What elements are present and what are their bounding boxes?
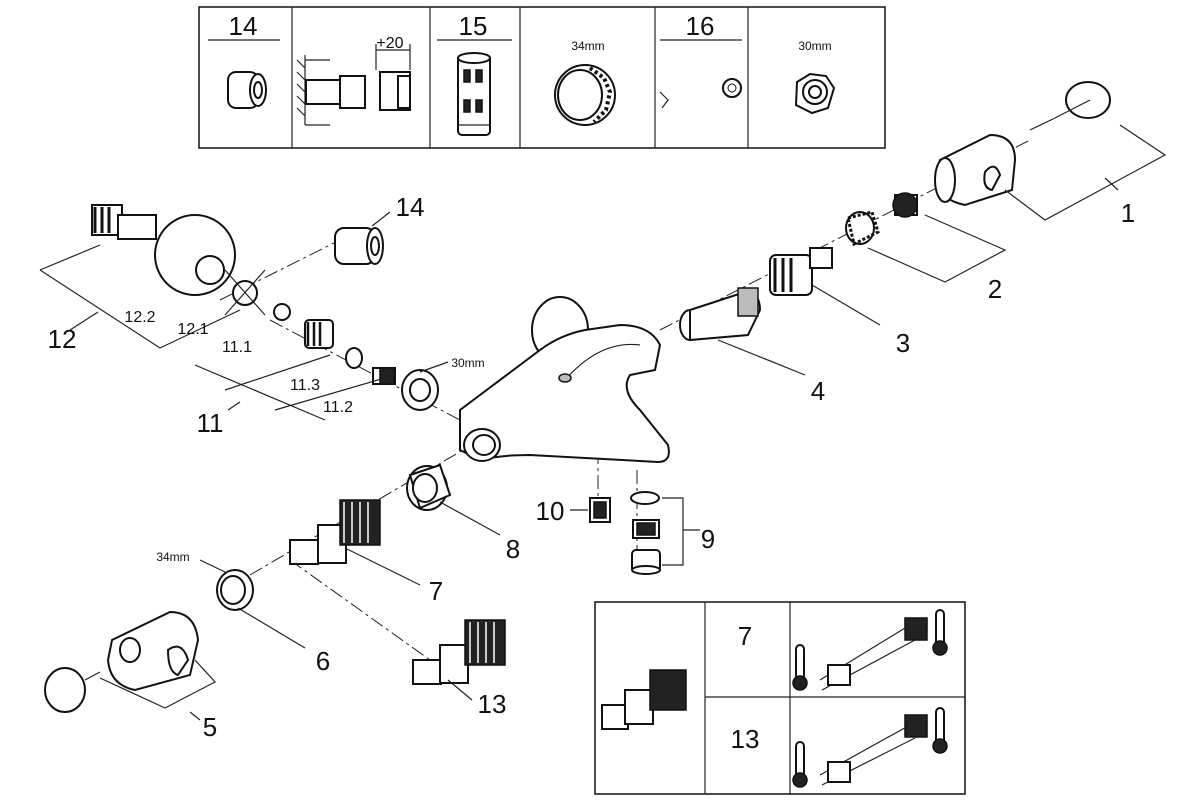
callout-4: 4 [811,376,825,406]
callout-size-34mm: 34mm [156,550,189,564]
row-13-label: 13 [731,724,760,754]
connector-part-12 [91,204,291,321]
tool-15-label: 15 [459,11,488,41]
tool-16-label: 16 [686,11,715,41]
cartridge-icon [457,52,491,136]
callout-size-30mm: 30mm [451,356,484,370]
nut-part-2 [845,192,918,247]
callout-2: 2 [988,274,1002,304]
row-13-diagram [792,707,948,788]
ring-size-label: 34mm [571,39,604,53]
thermometer-icon [792,644,808,691]
handle-cap-part-5 [44,610,200,713]
cartridge-part-3 [769,247,833,296]
callout-11-2: 11.2 [323,399,353,416]
callout-7: 7 [429,576,443,606]
mixer-body-icon [459,296,670,464]
extension-size-label: +20 [376,35,403,52]
callout-12-1: 12.1 [177,321,208,338]
row-7-label: 7 [738,621,752,651]
shaft-part-4 [679,287,762,342]
offset-extension-icon [296,44,411,126]
callout-12: 12 [48,324,77,354]
thermo-cartridge-part-7 [289,499,381,565]
ring-part-8 [406,463,452,511]
wall-fitting-icon [227,71,267,109]
nut-icon [794,72,836,115]
callout-3: 3 [896,328,910,358]
nut-size-label: 30mm [798,39,831,53]
insert-part-10 [589,497,611,523]
callout-10: 10 [536,496,565,526]
handle-cap-part-1 [933,81,1111,207]
cartridge-orientation-panel: 7 13 [594,601,966,795]
callout-11-3: 11.3 [290,377,320,394]
ring-nut-icon [554,64,616,126]
callout-1: 1 [1121,198,1135,228]
tool-14-label: 14 [229,11,258,41]
thermo-cartridge-part-13 [412,619,506,685]
row-7-diagram [792,609,948,691]
thermometer-icon [932,609,948,656]
callout-12-2: 12.2 [124,309,155,326]
spanner-icon [659,78,742,109]
aerator-part-9 [630,491,661,575]
callout-11: 11 [197,408,224,438]
thermometer-icon [792,741,808,788]
callout-5: 5 [203,712,217,742]
callout-11-1: 11.1 [222,339,252,356]
callout-13: 13 [478,689,507,719]
tools-panel: 14 +20 15 [198,6,886,149]
callout-8: 8 [506,534,520,564]
ring-part-6 [216,569,254,611]
check-valve-part-11 [304,319,439,411]
callout-9: 9 [701,524,715,554]
wall-fitting-part-14 [334,227,384,265]
callout-14: 14 [396,192,425,222]
thermometer-icon [932,707,948,754]
callout-6: 6 [316,646,330,676]
cartridge-icon [601,669,687,730]
